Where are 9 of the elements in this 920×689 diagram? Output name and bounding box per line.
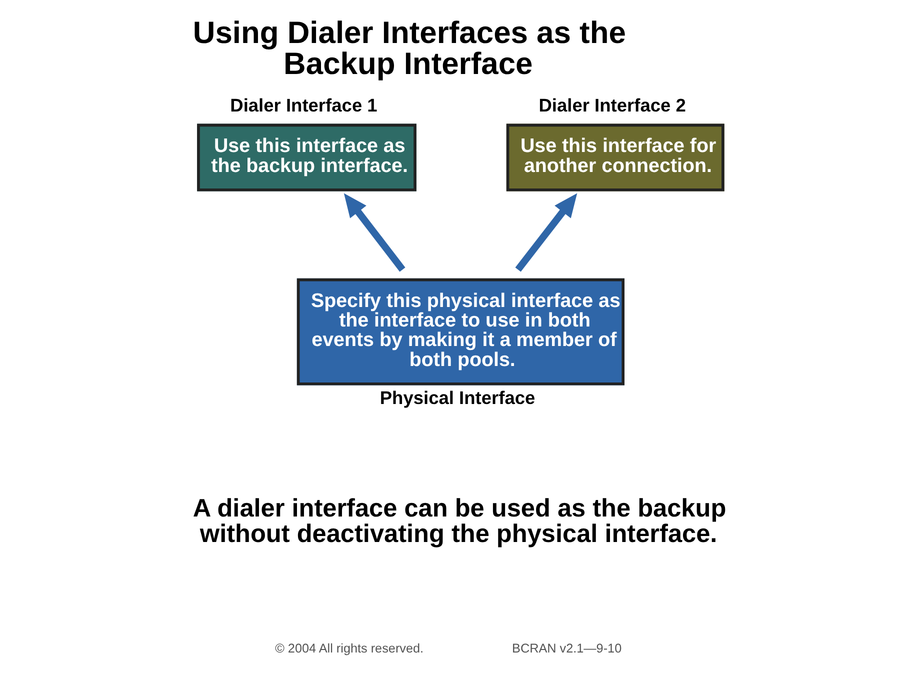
arrow — [515, 193, 578, 272]
label: A dialer interface can be used as the backup without deactivating the physical interface. — [192, 494, 726, 548]
label: © 2004 All rights reserved. — [275, 642, 424, 656]
node-label: Physical Interface — [380, 387, 536, 408]
diagram-title: Using Dialer Interfaces as the Backup Interface — [192, 15, 626, 81]
node-label: Dialer Interface 2 — [538, 94, 686, 116]
arrow — [344, 193, 406, 272]
node-label: Dialer Interface 1 — [230, 94, 378, 116]
label: BCRAN v2.1—9-10 — [512, 642, 622, 656]
